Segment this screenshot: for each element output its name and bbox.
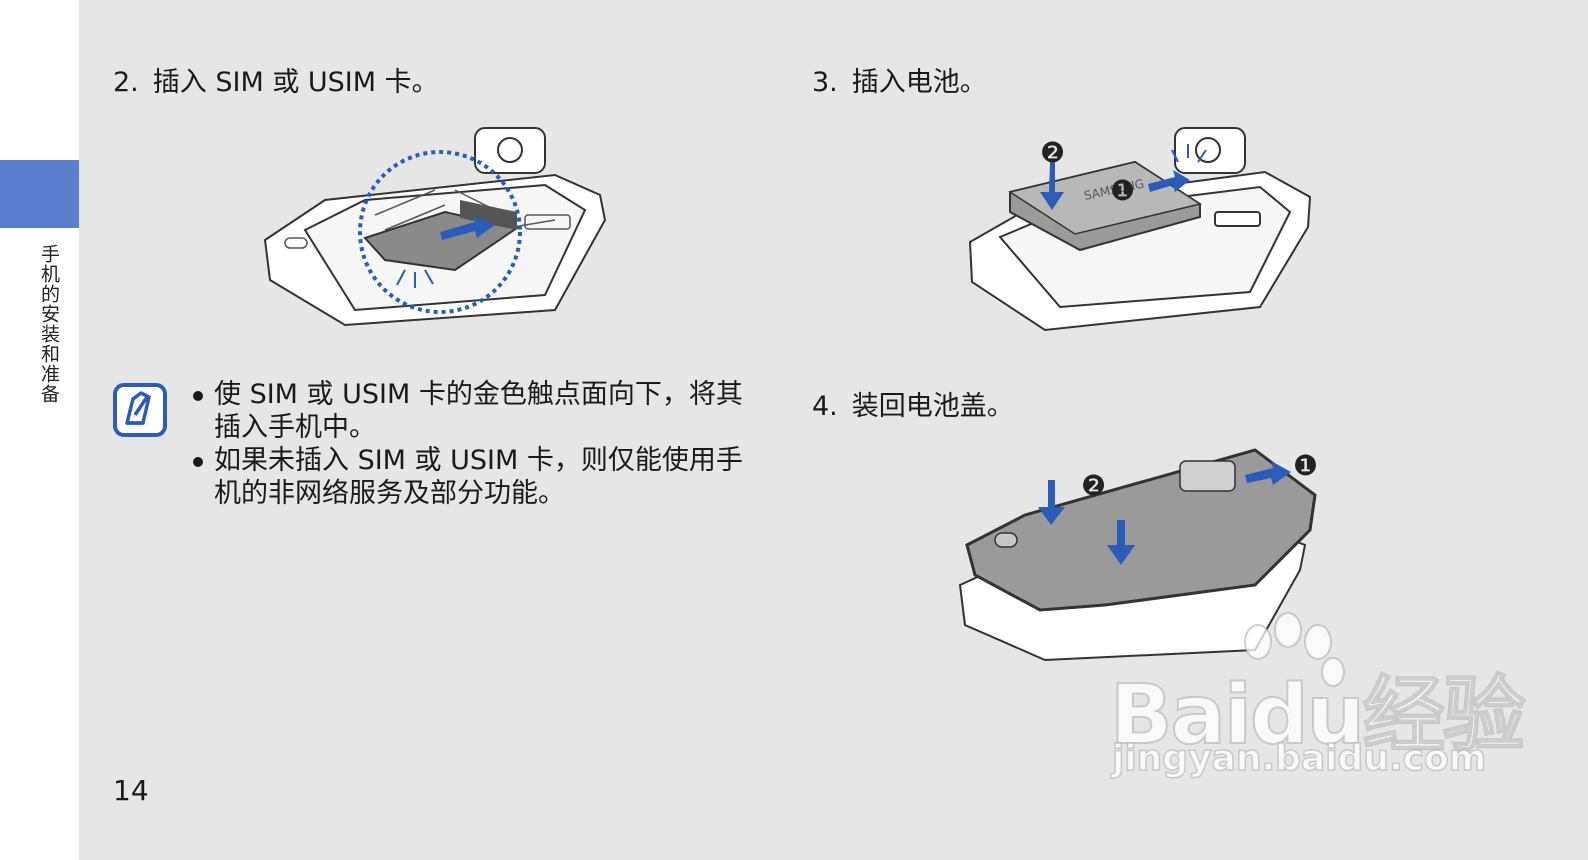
paw-icon — [1244, 612, 1345, 687]
arrow-icon — [1245, 461, 1291, 485]
arrow-icon — [1148, 170, 1190, 192]
list-item: 如果未插入 SIM 或 USIM 卡，则仅能使用手机的非网络服务及部分功能。 — [190, 444, 750, 510]
step-marker-1: ❶ — [1293, 449, 1318, 482]
watermark-url: jingyan.baidu.com — [1111, 737, 1487, 780]
note-bullet-list: 使 SIM 或 USIM 卡的金色触点面向下，将其插入手机中。 如果未插入 SI… — [190, 378, 750, 510]
step-text: 装回电池盖。 — [851, 391, 1014, 422]
sidebar-section-title: 手机的安装和准备 — [38, 244, 60, 404]
step-4-heading: 4. 装回电池盖。 — [812, 384, 1014, 423]
arrow-icon — [440, 215, 495, 240]
list-item: 使 SIM 或 USIM 卡的金色触点面向下，将其插入手机中。 — [190, 378, 750, 444]
battery-cover-illustration: ❷ ❶ — [958, 448, 1318, 662]
arrow-icon — [1040, 162, 1064, 210]
step-number: 4. — [812, 391, 838, 422]
sim-insertion-illustration — [263, 127, 607, 327]
battery-insertion-illustration: SAMSUNG ❷ ❶ — [968, 127, 1312, 332]
step-marker-2: ❷ — [1040, 136, 1065, 169]
sidebar-section-tab — [0, 160, 79, 228]
step-marker-1: ❶ — [1110, 174, 1135, 207]
page-number: 14 — [113, 774, 149, 807]
step-number: 3. — [812, 67, 838, 98]
note-pencil-icon — [113, 383, 167, 437]
step-number: 2. — [113, 67, 139, 98]
arrow-icon — [1107, 520, 1135, 565]
sidebar: 手机的安装和准备 — [0, 0, 79, 860]
step-text: 插入电池。 — [851, 67, 987, 98]
step-text: 插入 SIM 或 USIM 卡。 — [152, 67, 439, 98]
zoom-highlight-circle — [358, 150, 522, 314]
step-marker-2: ❷ — [1081, 469, 1106, 502]
step-3-heading: 3. 插入电池。 — [812, 60, 987, 99]
arrow-icon — [1038, 480, 1065, 525]
step-2-heading: 2. 插入 SIM 或 USIM 卡。 — [113, 60, 439, 99]
watermark-logo: Baidu经验 — [1109, 667, 1526, 764]
